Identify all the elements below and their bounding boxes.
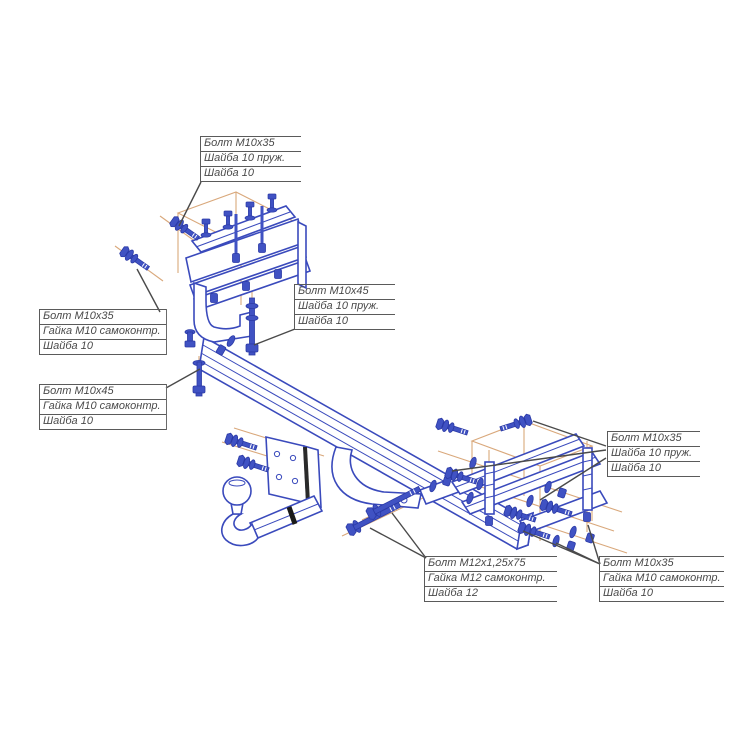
bolt-m10x45-vertical bbox=[245, 297, 259, 356]
part-note-center: Болт М10х45 Шайба 10 пруж. Шайба 10 bbox=[294, 284, 395, 330]
part-note-line: Шайба 10 bbox=[295, 315, 395, 330]
bolt-m10x45-under-beam bbox=[192, 359, 206, 397]
part-note-line: Гайка М10 самоконтр. bbox=[40, 325, 166, 340]
part-note-right-upper: Болт М10х35 Шайба 10 пруж. Шайба 10 bbox=[607, 431, 700, 477]
part-note-line: Болт М10х35 bbox=[600, 556, 724, 572]
right-bracket-assembly bbox=[434, 412, 609, 552]
bolt-m10x35-left bbox=[118, 244, 153, 274]
part-note-line: Шайба 10 bbox=[40, 415, 166, 430]
bolt-m10x35-right-top bbox=[498, 412, 534, 436]
part-note-line: Болт М10х45 bbox=[40, 384, 166, 400]
part-note-line: Болт М10х35 bbox=[608, 431, 700, 447]
left-bracket-assembly bbox=[118, 193, 312, 397]
part-note-line: Гайка М12 самоконтр. bbox=[425, 572, 557, 587]
part-note-bottom-center: Болт М12х1,25х75 Гайка М12 самоконтр. Ша… bbox=[424, 556, 557, 602]
leader-lines bbox=[136, 181, 607, 565]
part-note-bottom-right: Болт М10х35 Гайка М10 самоконтр. Шайба 1… bbox=[599, 556, 724, 602]
part-note-line: Болт М10х35 bbox=[40, 309, 166, 325]
part-note-line: Болт М10х35 bbox=[201, 136, 301, 152]
part-note-line: Гайка М10 самоконтр. bbox=[40, 400, 166, 415]
part-note-line: Шайба 10 пруж. bbox=[295, 300, 395, 315]
part-note-left-lower: Болт М10х45 Гайка М10 самоконтр. Шайба 1… bbox=[39, 384, 167, 430]
tow-ball-assembly bbox=[221, 431, 324, 547]
part-note-line: Шайба 10 пруж. bbox=[201, 152, 301, 167]
part-note-line: Шайба 10 bbox=[40, 340, 166, 355]
part-note-line: Шайба 10 bbox=[608, 462, 700, 477]
part-note-line: Шайба 10 bbox=[201, 167, 301, 182]
part-note-left-upper: Болт М10х35 Гайка М10 самоконтр. Шайба 1… bbox=[39, 309, 167, 355]
part-note-top: Болт М10х35 Шайба 10 пруж. Шайба 10 bbox=[200, 136, 301, 182]
part-note-line: Шайба 10 пруж. bbox=[608, 447, 700, 462]
part-note-line: Болт М12х1,25х75 bbox=[425, 556, 557, 572]
part-note-line: Шайба 10 bbox=[600, 587, 724, 602]
part-note-line: Болт М10х45 bbox=[295, 284, 395, 300]
part-note-line: Шайба 12 bbox=[425, 587, 557, 602]
bolt-m10x35-top-left bbox=[168, 214, 203, 244]
part-note-line: Гайка М10 самоконтр. bbox=[600, 572, 724, 587]
